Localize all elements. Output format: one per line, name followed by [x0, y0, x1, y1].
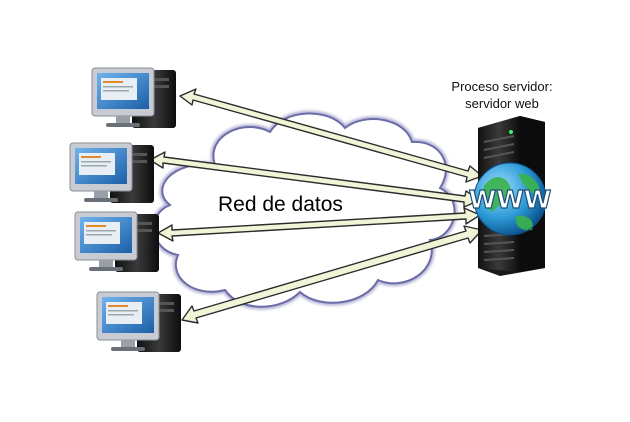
client-computer-4 — [96, 291, 181, 352]
client-computer-1 — [91, 67, 176, 128]
server-label: Proceso servidor: servidor web — [432, 78, 572, 112]
client-computer-3 — [74, 211, 159, 272]
globe-icon — [473, 162, 547, 236]
connection-arrows — [149, 88, 483, 324]
globe-www-text: WWW — [469, 185, 552, 214]
network-label: Red de datos — [218, 193, 343, 216]
server-label-line-2: servidor web — [465, 96, 539, 111]
client-computer-2 — [69, 142, 154, 203]
server-label-line-1: Proceso servidor: — [451, 79, 553, 94]
